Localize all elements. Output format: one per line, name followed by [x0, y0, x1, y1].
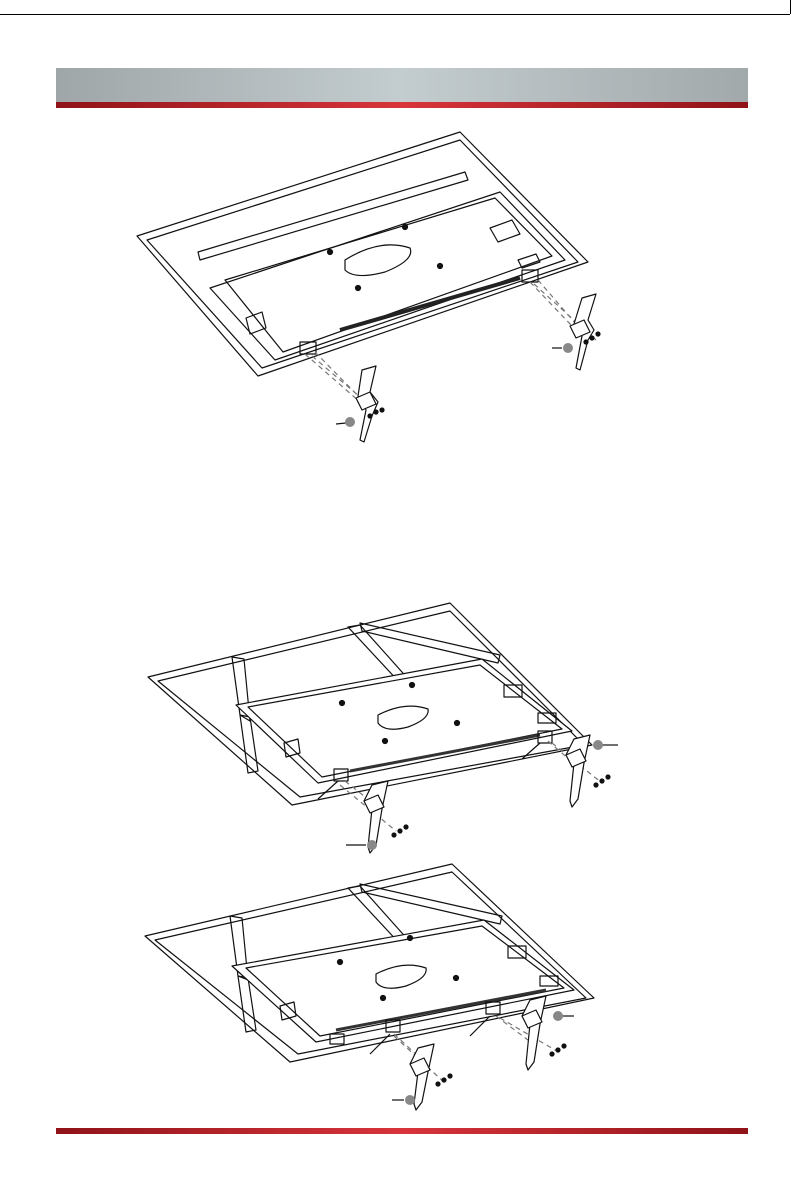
page-header-bar	[56, 68, 748, 102]
figure-stand-installation-1	[0, 120, 805, 460]
crop-mark-vertical	[790, 0, 791, 14]
figure-stand-installation-2	[0, 595, 805, 865]
header-accent-line	[56, 102, 748, 108]
footer-accent-line	[56, 1128, 748, 1134]
figure-stand-installation-3	[0, 858, 805, 1118]
crop-mark-horizontal	[0, 14, 790, 15]
